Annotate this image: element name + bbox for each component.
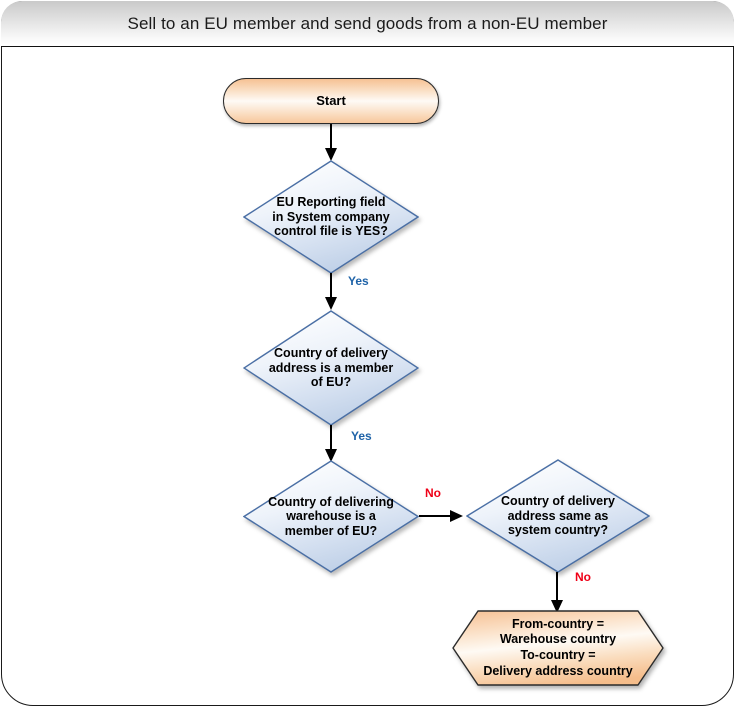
page-title: Sell to an EU member and send goods from… [127, 13, 608, 33]
result-hexagon-icon [452, 610, 664, 686]
decision-diamond-icon [243, 460, 419, 573]
node-decision-delivery-same-as-system[interactable]: Country of delivery address same as syst… [466, 459, 650, 573]
arrowhead-icon [325, 297, 337, 310]
edge-line [330, 124, 332, 156]
arrowhead-icon [551, 600, 563, 613]
edge-line [556, 572, 558, 610]
edge-label-yes: Yes [348, 274, 369, 288]
window-titlebar: Sell to an EU member and send goods from… [1, 1, 734, 47]
edge-label-no: No [425, 486, 441, 500]
edge-label-yes: Yes [351, 429, 372, 443]
edge-line [419, 515, 455, 517]
node-decision-delivery-address-eu[interactable]: Country of delivery address is a member … [243, 310, 419, 426]
edge-label-no: No [575, 570, 591, 584]
arrowhead-icon [450, 510, 463, 522]
arrowhead-icon [325, 148, 337, 161]
node-start[interactable]: Start [223, 78, 439, 124]
node-result-from-to-country[interactable]: From-country = Warehouse country To-coun… [452, 610, 664, 686]
decision-diamond-icon [243, 160, 419, 274]
node-decision-eu-reporting[interactable]: EU Reporting field in System company con… [243, 160, 419, 274]
decision-diamond-icon [243, 310, 419, 426]
node-start-label: Start [316, 93, 346, 109]
node-decision-warehouse-eu[interactable]: Country of delivering warehouse is a mem… [243, 460, 419, 573]
arrowhead-icon [325, 449, 337, 462]
edge-line [330, 273, 332, 306]
edge-line [330, 425, 332, 458]
decision-diamond-icon [466, 459, 650, 573]
